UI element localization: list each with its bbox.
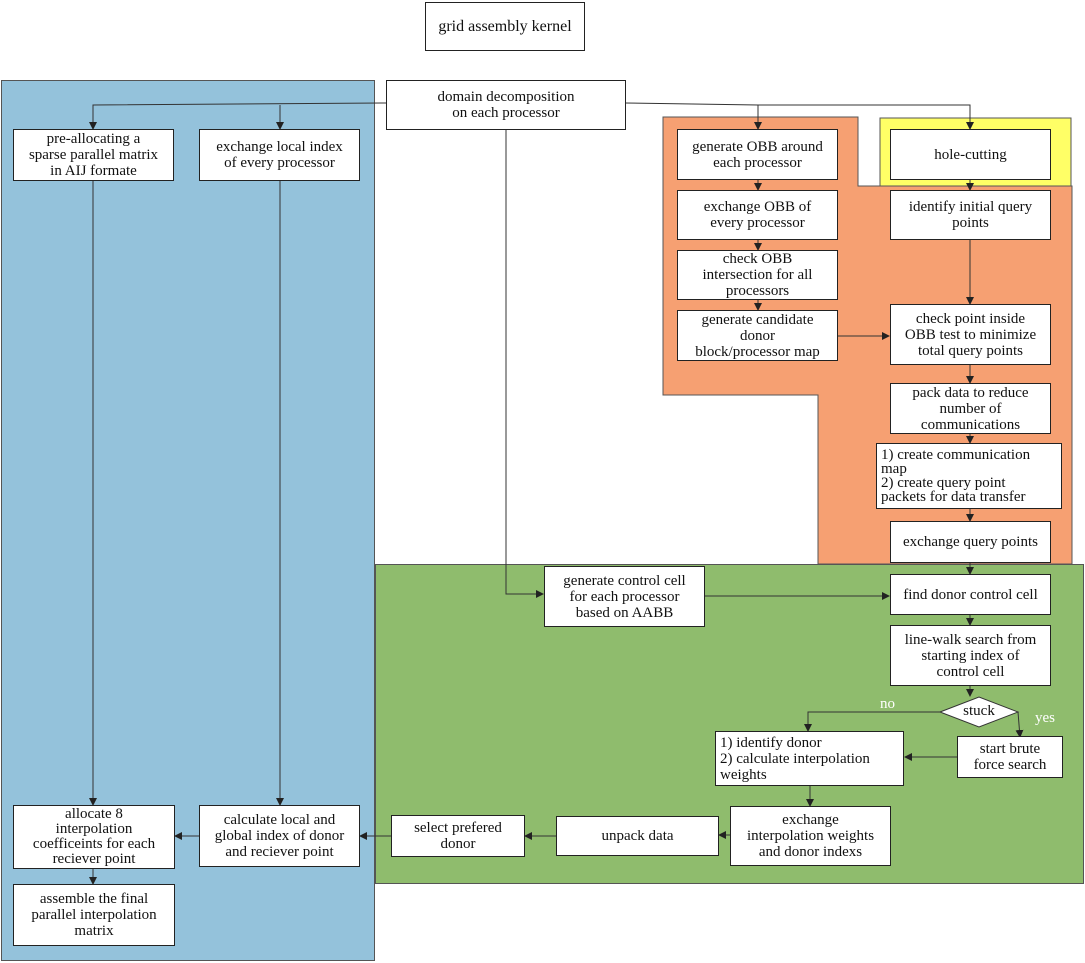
exchange-local-index-node: exchange local index of every processor [199,129,360,181]
line-walk-search-node: line-walk search from starting index of … [890,625,1051,686]
assemble-matrix-node: assemble the final parallel interpolatio… [13,884,175,946]
check-obb-intersection-node: check OBB intersection for all processor… [677,250,838,300]
identify-query-points-node: identify initial query points [890,190,1051,240]
calculate-index-node: calculate local and global index of dono… [199,805,360,867]
domain-decomposition-node: domain decomposition on each processor [386,80,626,130]
unpack-data-node: unpack data [556,816,719,856]
yes-edge-label: yes [1035,710,1055,726]
generate-obb-node: generate OBB around each processor [677,129,838,180]
exchange-obb-node: exchange OBB of every processor [677,190,838,240]
find-donor-control-cell-node: find donor control cell [890,574,1051,615]
select-preferred-donor-node: select prefered donor [391,815,525,857]
pre-allocate-matrix-node: pre-allocating a sparse parallel matrix … [13,129,174,181]
check-point-inside-obb-node: check point inside OBB test to minimize … [890,304,1051,365]
exchange-interpolation-weights-node: exchange interpolation weights and donor… [730,806,891,866]
exchange-query-points-node: exchange query points [890,521,1051,563]
grid-assembly-kernel-title: grid assembly kernel [425,2,585,51]
allocate-coefficients-node: allocate 8 interpolation coefficeints fo… [13,805,175,869]
generate-control-cell-node: generate control cell for each processor… [544,566,705,627]
hole-cutting-node: hole-cutting [890,129,1051,180]
pack-data-node: pack data to reduce number of communicat… [890,383,1051,434]
brute-force-search-node: start brute force search [957,736,1063,778]
no-edge-label: no [880,696,895,712]
candidate-donor-map-node: generate candidate donor block/processor… [677,310,838,361]
stuck-label: stuck [963,703,995,719]
communication-map-node: 1) create communication map 2) create qu… [876,443,1062,509]
identify-donor-weights-node: 1) identify donor 2) calculate interpola… [715,731,904,786]
